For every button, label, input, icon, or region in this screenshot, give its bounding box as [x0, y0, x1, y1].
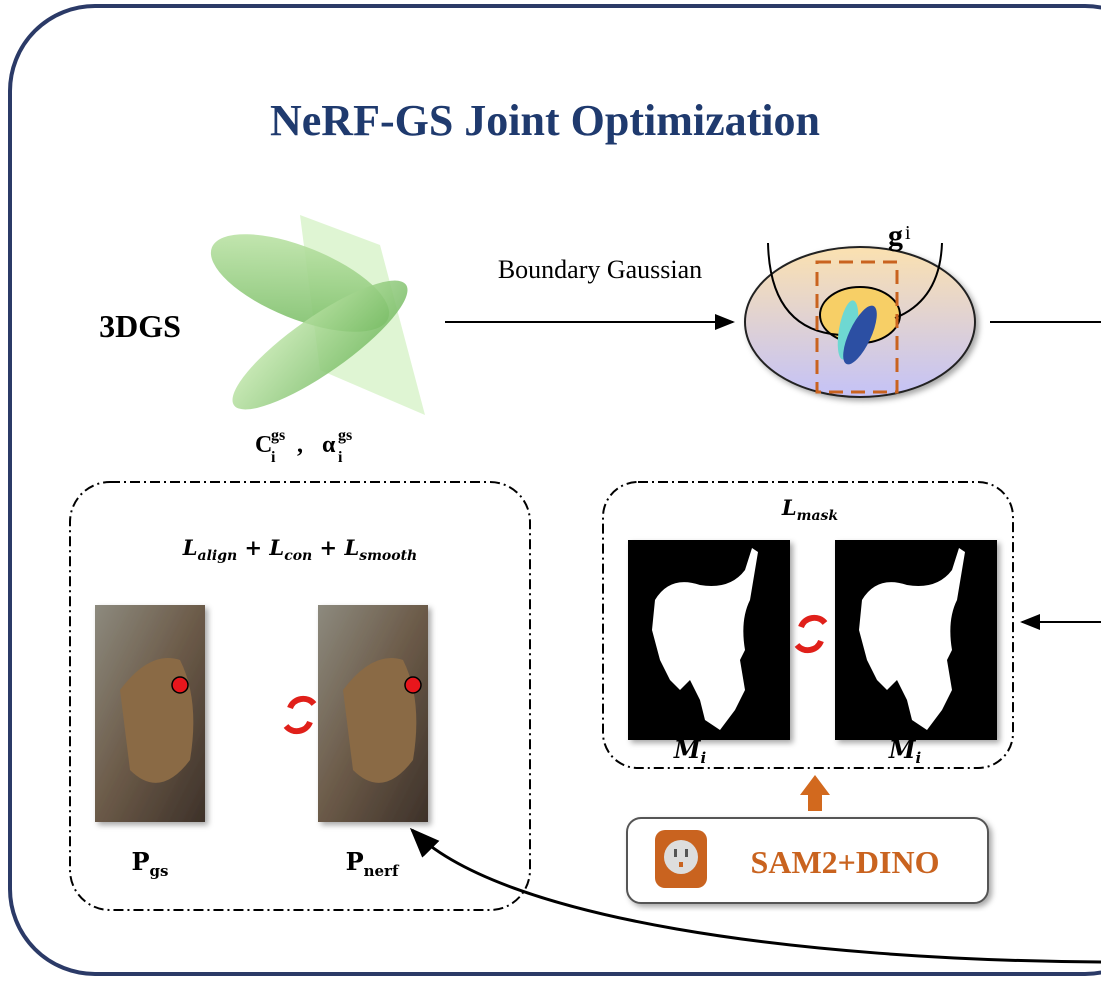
gaussian-ellipsoids-icon	[210, 215, 425, 415]
sam2-dino-label: SAM2+DINO	[751, 844, 940, 880]
svg-text:i: i	[271, 449, 276, 466]
sync-arrows-icon	[794, 614, 828, 654]
mask-loss-box	[602, 481, 1014, 769]
red-point-marker	[404, 676, 422, 694]
mask-m-label: Mi	[673, 735, 707, 767]
red-point-marker	[171, 676, 189, 694]
p-nerf-label: Pnerf	[346, 847, 400, 880]
diagram-title: NeRF-GS Joint Optimization	[270, 96, 820, 145]
svg-text:gs: gs	[271, 427, 285, 444]
mask-image-left	[628, 540, 790, 740]
mask-m-hat-label: M̂i	[888, 735, 922, 767]
mask-loss-label: Lmask	[781, 495, 839, 524]
nerf-render-image	[318, 605, 428, 822]
svg-text:gs: gs	[338, 427, 352, 444]
3dgs-label: 3DGS	[99, 308, 181, 344]
orange-up-arrow	[800, 775, 830, 811]
p-gs-label: Pgs	[132, 847, 169, 880]
mask-image-right	[835, 540, 997, 740]
plug-socket-icon	[655, 830, 707, 888]
gs-render-image	[95, 605, 205, 822]
gs-attributes: C i gs , α i gs	[255, 427, 352, 466]
svg-text:C: C	[255, 432, 272, 458]
alignment-loss-box	[69, 481, 531, 911]
svg-text:i: i	[338, 449, 343, 466]
boundary-gaussian-label: Boundary Gaussian	[498, 255, 702, 284]
boundary-gaussian-illustration	[744, 242, 976, 398]
sam2-dino-box	[626, 817, 989, 904]
feedback-curve-arrow	[409, 827, 1101, 964]
svg-text:α: α	[322, 432, 336, 458]
sync-arrows-icon	[283, 695, 317, 735]
alignment-loss-formula: Lalign + Lcon + Lsmooth	[182, 535, 418, 564]
svg-text:,: ,	[297, 432, 303, 458]
